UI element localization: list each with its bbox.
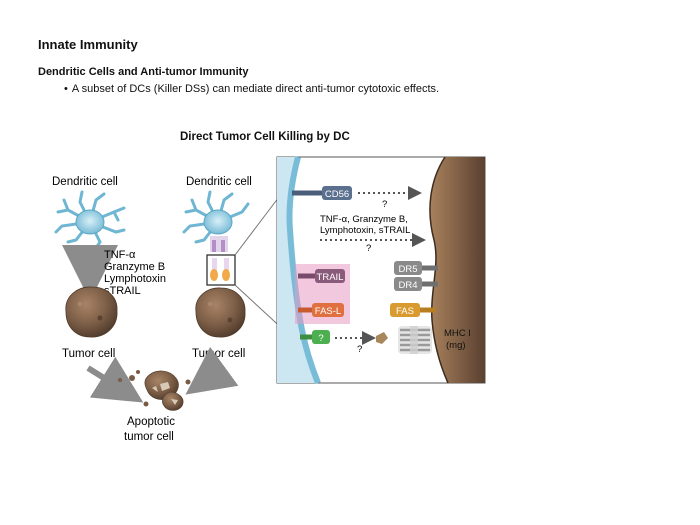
trail-label: TRAIL (317, 272, 344, 283)
left-mediator: sTRAIL (104, 285, 141, 297)
left-dc-label: Dendritic cell (52, 176, 118, 188)
tumor-membrane (429, 157, 485, 383)
figure-title: Direct Tumor Cell Killing by DC (180, 131, 350, 143)
cd56-label: CD56 (325, 189, 349, 200)
slide-subtitle: Dendritic Cells and Anti-tumor Immunity (38, 66, 249, 78)
unknown-question: ? (357, 344, 362, 355)
peptide-fragment (376, 332, 388, 344)
apoptotic-label-line2: tumor cell (124, 431, 174, 443)
inset-selection-box (206, 254, 236, 286)
fas-receptor: FAS (390, 303, 436, 317)
zoom-line-top (234, 192, 283, 256)
mhc-label-line1: MHC I (444, 328, 471, 339)
dr5-receptor: DR5 (394, 261, 438, 275)
slide-title: Innate Immunity (38, 37, 138, 52)
cd56-question: ? (382, 199, 387, 210)
unknown-ligand: ? (300, 330, 330, 344)
middle-tumor-label: Tumor cell (192, 348, 245, 360)
mhc-label-line2: (mg) (446, 340, 466, 351)
dr4-label: DR4 (398, 280, 417, 291)
middle-dc-label: Dendritic cell (186, 176, 252, 188)
inset-mediators-line1: TNF-α, Granzyme B, (320, 214, 408, 225)
bullet-dot-icon: • (64, 83, 68, 95)
left-mediator-list: TNF-α Granzyme B Lymphotoxin sTRAIL (104, 249, 166, 297)
fasl-ligand: FAS-L (298, 303, 344, 317)
left-mediator: TNF-α (104, 249, 136, 261)
left-to-apoptotic-arrow (86, 356, 144, 403)
left-tumor-label: Tumor cell (62, 348, 115, 360)
cd56-receptor: CD56 (292, 186, 352, 200)
apoptotic-label-line1: Apoptotic (127, 416, 175, 428)
dr5-label: DR5 (398, 264, 417, 275)
fasl-label: FAS-L (315, 306, 341, 317)
bullet-point: •A subset of DCs (Killer DSs) can mediat… (64, 83, 439, 95)
middle-to-apoptotic-arrow (185, 346, 239, 395)
left-mediator: Lymphotoxin (104, 273, 166, 285)
inset-mediators-line2: Lymphotoxin, sTRAIL (320, 225, 410, 236)
unknown-ligand-label: ? (318, 333, 323, 344)
fas-label: FAS (396, 306, 414, 317)
bullet-text: A subset of DCs (Killer DSs) can mediate… (71, 83, 440, 95)
middle-dendritic-cell (182, 190, 250, 244)
left-tumor-cell (65, 286, 118, 338)
left-dendritic-cell (54, 190, 126, 250)
apoptotic-tumor-cell (118, 370, 191, 411)
contact-zone (206, 236, 236, 286)
mhc-class-i (398, 326, 432, 354)
middle-tumor-cell (195, 287, 246, 338)
mediators-question: ? (366, 243, 371, 254)
dr4-receptor: DR4 (394, 277, 438, 291)
trail-ligand: TRAIL (298, 269, 345, 283)
left-mediator: Granzyme B (104, 261, 165, 273)
